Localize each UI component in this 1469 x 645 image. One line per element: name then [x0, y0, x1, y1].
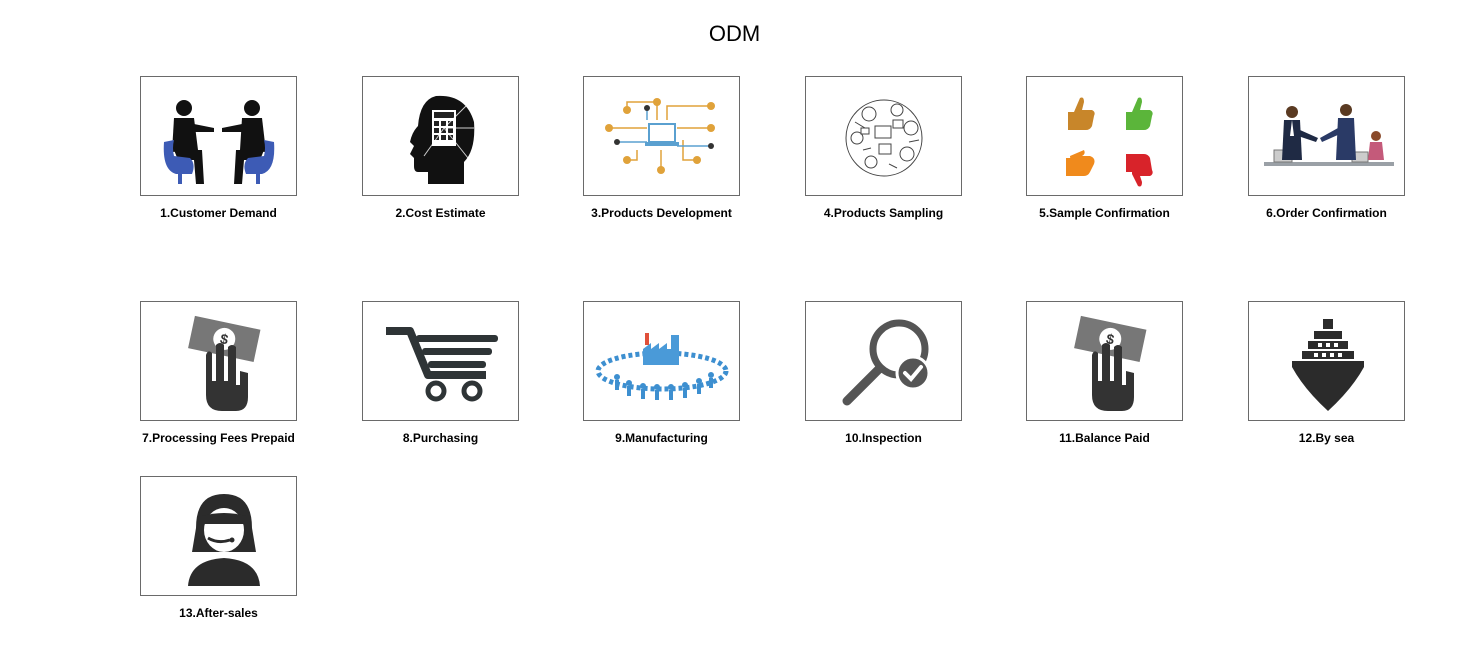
step-image-frame	[362, 76, 519, 196]
step-label: 13.After-sales	[179, 606, 258, 620]
step-manufacturing[interactable]: 9.Manufacturing	[583, 301, 740, 445]
hand-money-icon: $	[184, 312, 264, 411]
ship-icon	[1291, 319, 1364, 411]
step-purchasing[interactable]: 8.Purchasing	[362, 301, 519, 445]
step-label: 6.Order Confirmation	[1266, 206, 1387, 220]
thumbs-up-green-icon	[1125, 97, 1153, 130]
head-calculator-icon	[409, 95, 474, 184]
meeting-silhouette-icon	[163, 100, 274, 184]
thumbs-up-brown-icon	[1067, 97, 1095, 130]
handshake-icon	[1263, 104, 1394, 166]
svg-text:$: $	[1104, 330, 1115, 347]
factory-people-icon	[595, 333, 728, 400]
step-inspection[interactable]: 10.Inspection	[805, 301, 962, 445]
step-label: 3.Products Development	[591, 206, 732, 220]
network-diagram-icon	[604, 98, 715, 174]
step-image-frame	[140, 76, 297, 196]
step-customer-demand[interactable]: 1.Customer Demand	[140, 76, 297, 220]
step-products-sampling[interactable]: 4.Products Sampling	[805, 76, 962, 220]
step-by-sea[interactable]: 12.By sea	[1248, 301, 1405, 445]
step-after-sales[interactable]: 13.After-sales	[140, 476, 297, 620]
step-image-frame	[140, 476, 297, 596]
step-image-frame	[362, 301, 519, 421]
step-image-frame	[1248, 76, 1405, 196]
step-label: 5.Sample Confirmation	[1039, 206, 1170, 220]
step-label: 11.Balance Paid	[1059, 431, 1150, 445]
step-image-frame	[1248, 301, 1405, 421]
step-label: 1.Customer Demand	[160, 206, 277, 220]
step-label: 7.Processing Fees Prepaid	[142, 431, 295, 445]
step-label: 9.Manufacturing	[615, 431, 708, 445]
hand-money-icon: $	[1070, 312, 1150, 411]
step-label: 2.Cost Estimate	[395, 206, 486, 220]
thumbs-down-red-icon	[1125, 154, 1153, 187]
step-label: 8.Purchasing	[402, 431, 479, 445]
step-image-frame	[583, 301, 740, 421]
step-products-development[interactable]: 3.Products Development	[583, 76, 740, 220]
shopping-cart-icon	[385, 327, 498, 402]
step-image-frame: $	[140, 301, 297, 421]
svg-text:$: $	[218, 330, 229, 347]
thumbs-sideways-orange-icon	[1065, 150, 1094, 176]
support-agent-icon	[187, 494, 260, 586]
step-image-frame: $	[1026, 301, 1183, 421]
step-sample-confirmation[interactable]: 5.Sample Confirmation	[1026, 76, 1183, 220]
step-label: 10.Inspection	[845, 431, 922, 445]
magnifier-check-icon	[842, 319, 930, 406]
step-order-confirmation[interactable]: 6.Order Confirmation	[1248, 76, 1405, 220]
step-image-frame	[805, 301, 962, 421]
step-label: 12.By sea	[1298, 431, 1355, 445]
step-label: 4.Products Sampling	[823, 206, 944, 220]
step-cost-estimate[interactable]: 2.Cost Estimate	[362, 76, 519, 220]
page-title: ODM	[708, 21, 761, 46]
thumbs-icon	[1065, 97, 1153, 187]
doodle-circle-icon	[845, 99, 922, 177]
step-image-frame	[805, 76, 962, 196]
step-processing-fees-prepaid[interactable]: $ 7.Processing Fees Prepaid	[140, 301, 297, 445]
step-balance-paid[interactable]: $ 11.Balance Paid	[1026, 301, 1183, 445]
step-image-frame	[583, 76, 740, 196]
step-image-frame	[1026, 76, 1183, 196]
